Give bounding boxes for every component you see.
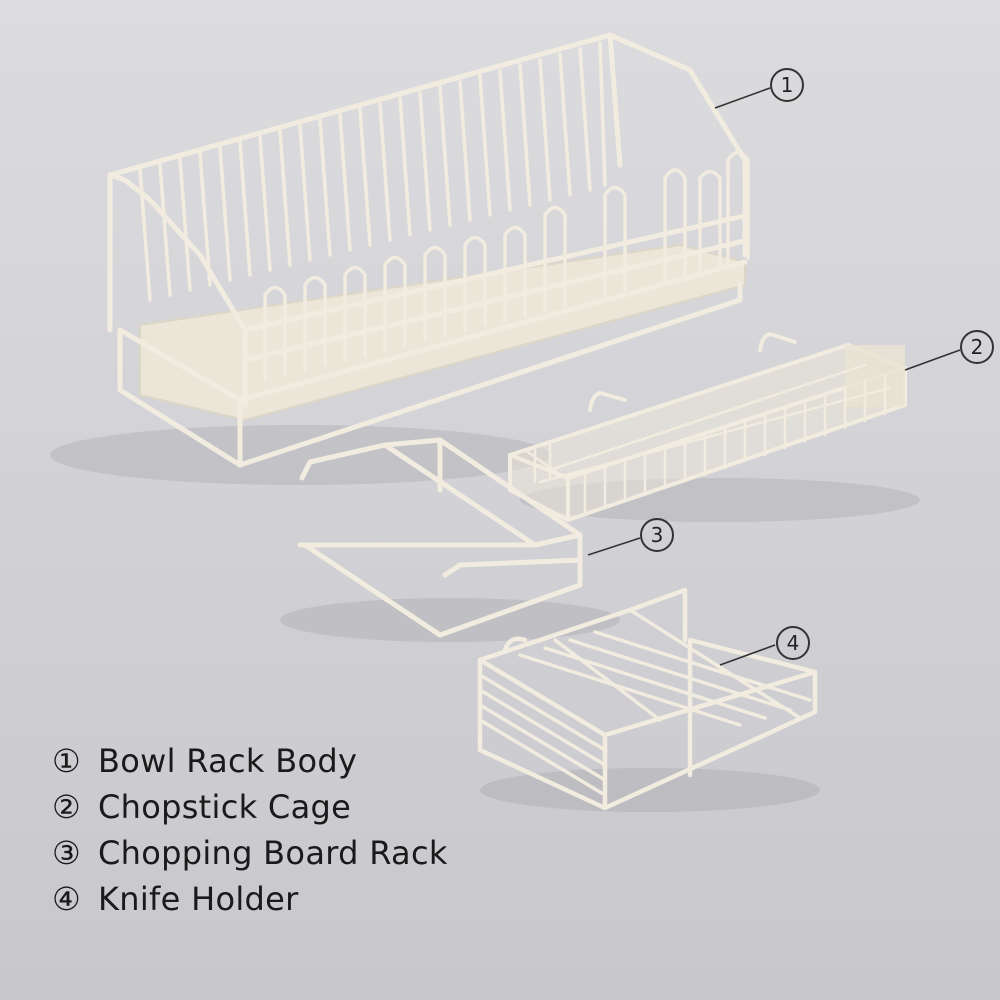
- callout-2: 2: [960, 330, 994, 364]
- legend-label: Chopstick Cage: [98, 788, 352, 826]
- legend-marker: ④: [52, 880, 81, 918]
- legend-item-chopping-board-rack: ③ Chopping Board Rack: [52, 830, 572, 876]
- callout-4: 4: [776, 626, 810, 660]
- legend-item-bowl-rack-body: ① Bowl Rack Body: [52, 738, 572, 784]
- legend-item-chopstick-cage: ② Chopstick Cage: [52, 784, 572, 830]
- chopstick-cage-drawing: [508, 332, 907, 522]
- legend-marker: ③: [52, 834, 81, 872]
- callout-3: 3: [640, 518, 674, 552]
- drip-tray: [139, 244, 746, 421]
- legend-label: Chopping Board Rack: [98, 834, 448, 872]
- callout-leaders: [587, 87, 961, 666]
- legend-label: Bowl Rack Body: [98, 742, 358, 780]
- front-loops: [263, 150, 750, 382]
- legend-label: Knife Holder: [98, 880, 299, 918]
- callout-1: 1: [770, 68, 804, 102]
- back-wires: [138, 41, 607, 302]
- legend-marker: ①: [52, 742, 81, 780]
- bowl-rack-body-drawing: [107, 32, 751, 468]
- legend-item-knife-holder: ④ Knife Holder: [52, 876, 572, 922]
- chopping-board-rack-drawing: [297, 437, 583, 638]
- legend-marker: ②: [52, 788, 81, 826]
- component-legend: ① Bowl Rack Body ② Chopstick Cage ③ Choppin…: [52, 738, 572, 922]
- knife-holder-drawing: [477, 587, 818, 811]
